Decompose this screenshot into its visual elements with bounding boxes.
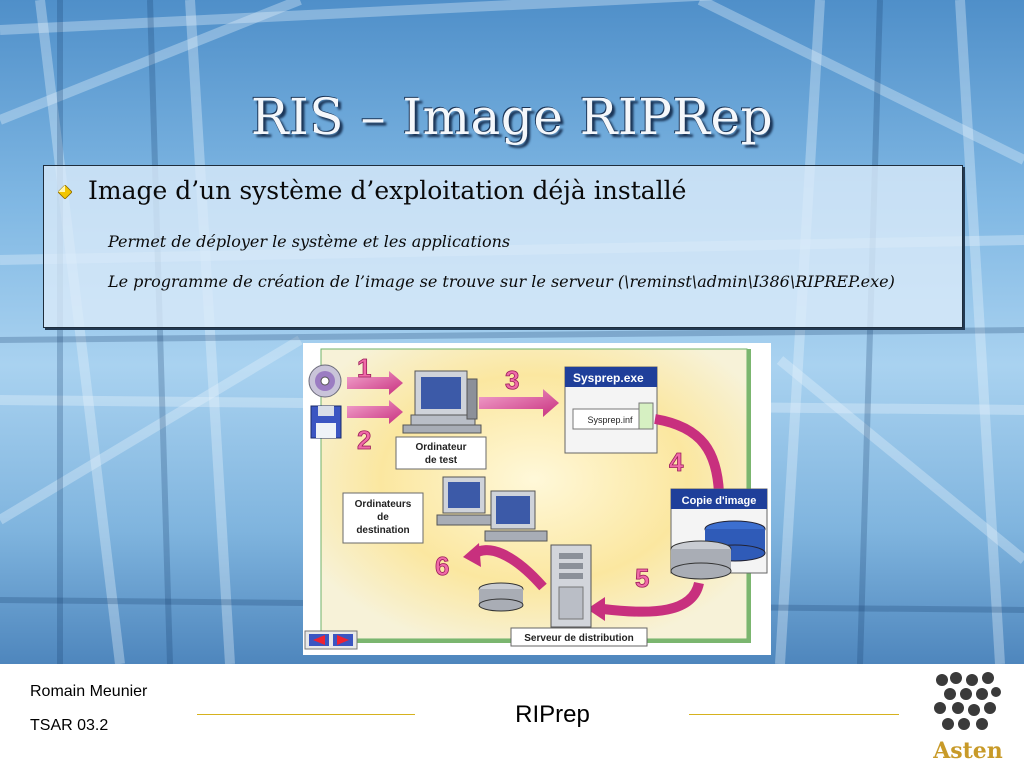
footer: Romain Meunier TSAR 03.2 RIPrep Asten (0, 664, 1024, 768)
disk-icon (670, 540, 732, 580)
sysprep-exe-label: Sysprep.exe (573, 371, 644, 385)
content-box: Image d’un système d’exploitation déjà i… (43, 165, 963, 328)
arrow-icon (602, 581, 704, 617)
cd-icon (308, 364, 342, 398)
arrow-icon (587, 597, 605, 621)
sysprep-inf-label: Sysprep.inf (587, 415, 633, 425)
sub-point-2: Le programme de création de l’image se t… (108, 272, 895, 291)
arrow-icon (479, 389, 559, 417)
arrow-icon (347, 371, 403, 424)
footer-divider-left (197, 714, 415, 715)
arrow-icon (654, 414, 724, 494)
test-pc-label-line2: de test (425, 455, 458, 466)
sub-point-1: Permet de déployer le système et les app… (108, 232, 511, 251)
slide-title: RIS – Image RIPRep (250, 88, 774, 146)
step-1-label: 1 (357, 353, 371, 383)
step-5-label: 5 (635, 563, 649, 593)
arrow-icon (463, 543, 481, 567)
footer-course: TSAR 03.2 (30, 717, 109, 734)
disk-icon (478, 582, 524, 612)
bullet-row: Image d’un système d’exploitation déjà i… (57, 176, 687, 205)
asten-logo-text: Asten (932, 738, 1003, 764)
dest-pcs-label-line3: destination (356, 525, 409, 536)
asten-logo: Asten (930, 668, 1006, 764)
diamond-bullet-icon (57, 183, 73, 200)
nav-buttons-icon (304, 630, 358, 650)
footer-divider-right (689, 714, 899, 715)
destination-computers-icon (436, 476, 548, 542)
step-6-label: 6 (435, 551, 449, 581)
bullet-text: Image d’un système d’exploitation déjà i… (88, 176, 687, 205)
step-2-label: 2 (357, 425, 371, 455)
server-icon (550, 544, 592, 628)
test-pc-label-line1: Ordinateur (415, 442, 466, 453)
footer-center-label: RIPrep (515, 701, 590, 728)
floppy-icon (310, 405, 342, 439)
step-3-label: 3 (505, 365, 519, 395)
dest-pcs-label-line1: Ordinateurs (355, 499, 412, 510)
test-computer-icon (402, 370, 482, 434)
step-4-label: 4 (669, 447, 684, 477)
riprep-diagram: 1 2 Ordinateur de test 3 Sysprep.exe Sys… (303, 343, 771, 655)
sysprep-window: Sysprep.exe Sysprep.inf (564, 366, 658, 454)
image-copy-label: Copie d'image (682, 495, 757, 507)
dest-pcs-label-line2: de (377, 512, 389, 523)
footer-author: Romain Meunier (30, 683, 148, 700)
server-label: Serveur de distribution (524, 633, 633, 644)
